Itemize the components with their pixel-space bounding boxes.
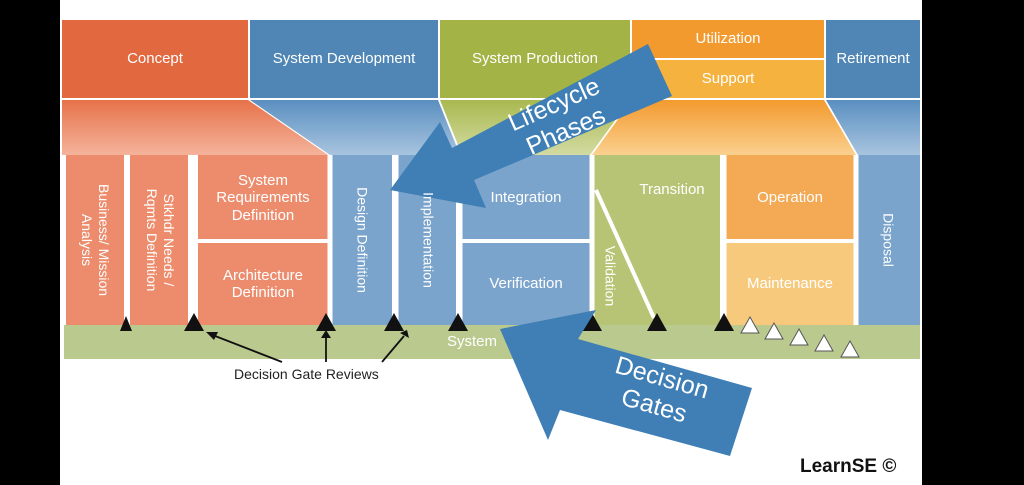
process-system-requirements: System Requirements Definition xyxy=(216,172,310,224)
phase-support-label: Support xyxy=(701,70,755,88)
process-transition: Transition xyxy=(639,181,705,199)
phase-retirement-label: Retirement xyxy=(836,50,910,68)
process-verification: Verification xyxy=(489,275,563,293)
utilization-band xyxy=(592,100,856,155)
phase-utilization-label: Utilization xyxy=(695,30,761,48)
phase-concept-box xyxy=(62,20,248,98)
lifecycle-diagram xyxy=(62,20,920,456)
decision-gate-markers xyxy=(120,313,734,331)
process-design: Design Definition xyxy=(354,187,371,293)
phase-retirement-box xyxy=(826,20,920,98)
process-business-mission: Business/ Mission Analysis xyxy=(79,183,112,297)
retirement-band xyxy=(826,100,920,155)
development-band xyxy=(250,100,460,155)
phase-production-label: System Production xyxy=(472,50,598,68)
process-maintenance: Maintenance xyxy=(747,275,833,293)
process-integration: Integration xyxy=(490,189,562,207)
phase-development-box xyxy=(250,20,438,98)
phase-utilization-box xyxy=(632,20,824,58)
decision-gate-reviews-label: Decision Gate Reviews xyxy=(234,366,379,382)
process-disposal: Disposal xyxy=(880,213,897,267)
brand-logo: LearnSE © xyxy=(800,456,897,477)
concept-band xyxy=(62,100,328,155)
system-bar-label: System xyxy=(446,333,497,351)
lifecycle-callout-arrow xyxy=(390,44,672,208)
process-implementation: Implementation xyxy=(420,192,437,288)
decision-callout-arrow xyxy=(500,310,752,456)
phase-development-label: System Development xyxy=(272,50,416,68)
process-operation: Operation xyxy=(757,189,823,207)
process-architecture: Architecture Definition xyxy=(222,266,304,301)
gate-pointer-arrows xyxy=(206,330,409,363)
phase-concept-label: Concept xyxy=(127,50,183,68)
hollow-gate-markers xyxy=(740,315,860,358)
process-validation: Validation xyxy=(602,245,619,307)
process-stkhdr-needs: Stkhdr Needs / Rqmts Definition xyxy=(144,188,177,292)
slide: Concept System Development System Produc… xyxy=(60,0,922,485)
